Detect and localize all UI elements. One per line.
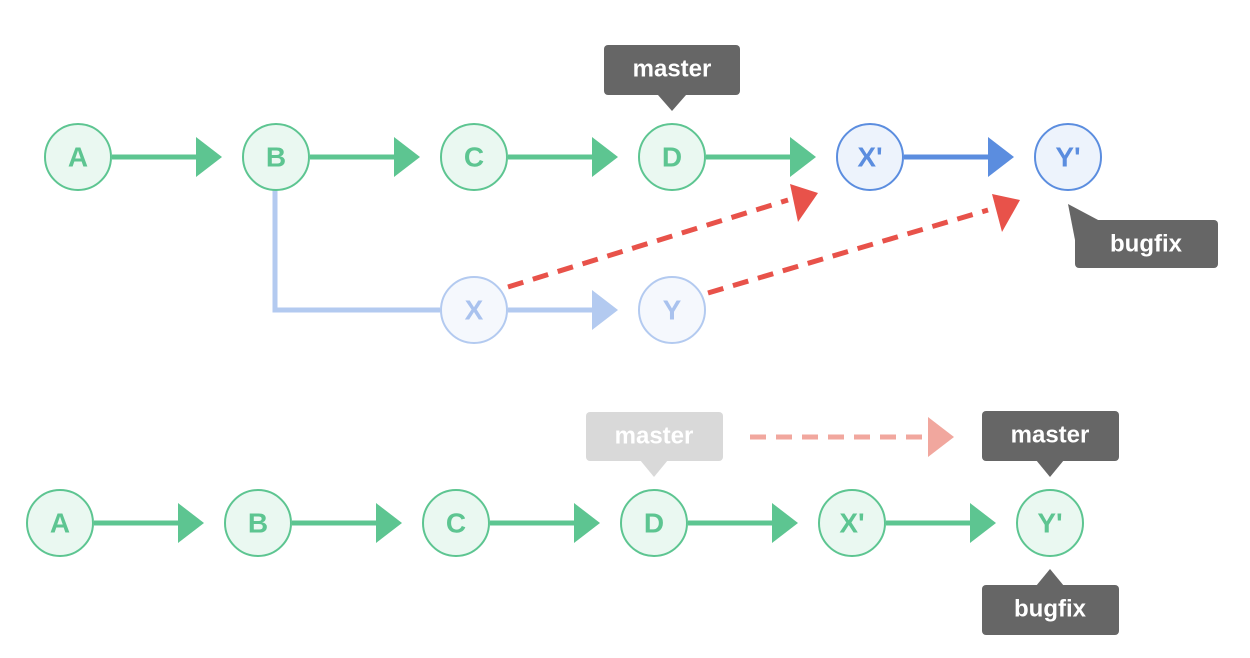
commit-node-label: B bbox=[266, 142, 286, 173]
rebase-arrow-y-to-y-prime bbox=[707, 194, 1020, 296]
commit-node-x: X bbox=[440, 276, 508, 344]
arrow-c-to-d bbox=[490, 503, 600, 543]
commit-node-label: X bbox=[465, 295, 484, 326]
top-diagram: A B C D X' Y' X Y bbox=[44, 45, 1218, 344]
branch-label-text: master bbox=[1011, 422, 1090, 449]
commit-node-label: X' bbox=[839, 508, 864, 539]
branch-label-master: master bbox=[604, 45, 740, 111]
branch-connector-b-to-x bbox=[272, 190, 440, 313]
commit-node-label: A bbox=[68, 142, 88, 173]
commit-node-c: C bbox=[440, 123, 508, 191]
branch-label-master-old: master bbox=[586, 412, 723, 477]
arrow-a-to-b bbox=[94, 503, 204, 543]
rebase-arrow-x-to-x-prime bbox=[507, 184, 818, 290]
commit-node-c: C bbox=[422, 489, 490, 557]
arrow-d-to-x-prime bbox=[706, 137, 816, 177]
commit-node-x-prime: X' bbox=[836, 123, 904, 191]
arrow-a-to-b bbox=[112, 137, 222, 177]
commit-node-label: Y bbox=[663, 295, 682, 326]
commit-node-label: A bbox=[50, 508, 70, 539]
master-move-arrow bbox=[750, 417, 954, 457]
commit-node-a: A bbox=[26, 489, 94, 557]
commit-node-label: X' bbox=[857, 142, 882, 173]
branch-label-bugfix: bugfix bbox=[1068, 204, 1218, 268]
arrow-d-to-x-prime bbox=[688, 503, 798, 543]
arrow-c-to-d bbox=[508, 137, 618, 177]
commit-node-x-prime: X' bbox=[818, 489, 886, 557]
commit-node-label: D bbox=[644, 508, 664, 539]
arrow-b-to-c bbox=[310, 137, 420, 177]
commit-node-label: C bbox=[446, 508, 466, 539]
branch-label-master-new: master bbox=[982, 411, 1119, 477]
commit-node-d: D bbox=[620, 489, 688, 557]
commit-node-label: Y' bbox=[1055, 142, 1080, 173]
commit-node-label: C bbox=[464, 142, 484, 173]
arrow-x-prime-to-y-prime bbox=[886, 503, 996, 543]
commit-node-label: D bbox=[662, 142, 682, 173]
branch-label-text: master bbox=[633, 56, 712, 83]
commit-node-d: D bbox=[638, 123, 706, 191]
arrow-x-to-y bbox=[508, 290, 618, 330]
arrow-x-prime-to-y-prime bbox=[904, 137, 1014, 177]
commit-node-a: A bbox=[44, 123, 112, 191]
commit-node-b: B bbox=[242, 123, 310, 191]
branch-label-text: bugfix bbox=[1110, 231, 1183, 258]
commit-node-label: Y' bbox=[1037, 508, 1062, 539]
arrow-b-to-c bbox=[292, 503, 402, 543]
commit-node-y-prime: Y' bbox=[1034, 123, 1102, 191]
commit-node-y-prime: Y' bbox=[1016, 489, 1084, 557]
bottom-diagram: A B C D X' Y' master bbox=[26, 411, 1119, 635]
commit-node-y: Y bbox=[638, 276, 706, 344]
branch-label-text: master bbox=[615, 423, 694, 450]
commit-node-label: B bbox=[248, 508, 268, 539]
branch-label-text: bugfix bbox=[1014, 596, 1087, 623]
commit-node-b: B bbox=[224, 489, 292, 557]
branch-label-bugfix: bugfix bbox=[982, 569, 1119, 635]
